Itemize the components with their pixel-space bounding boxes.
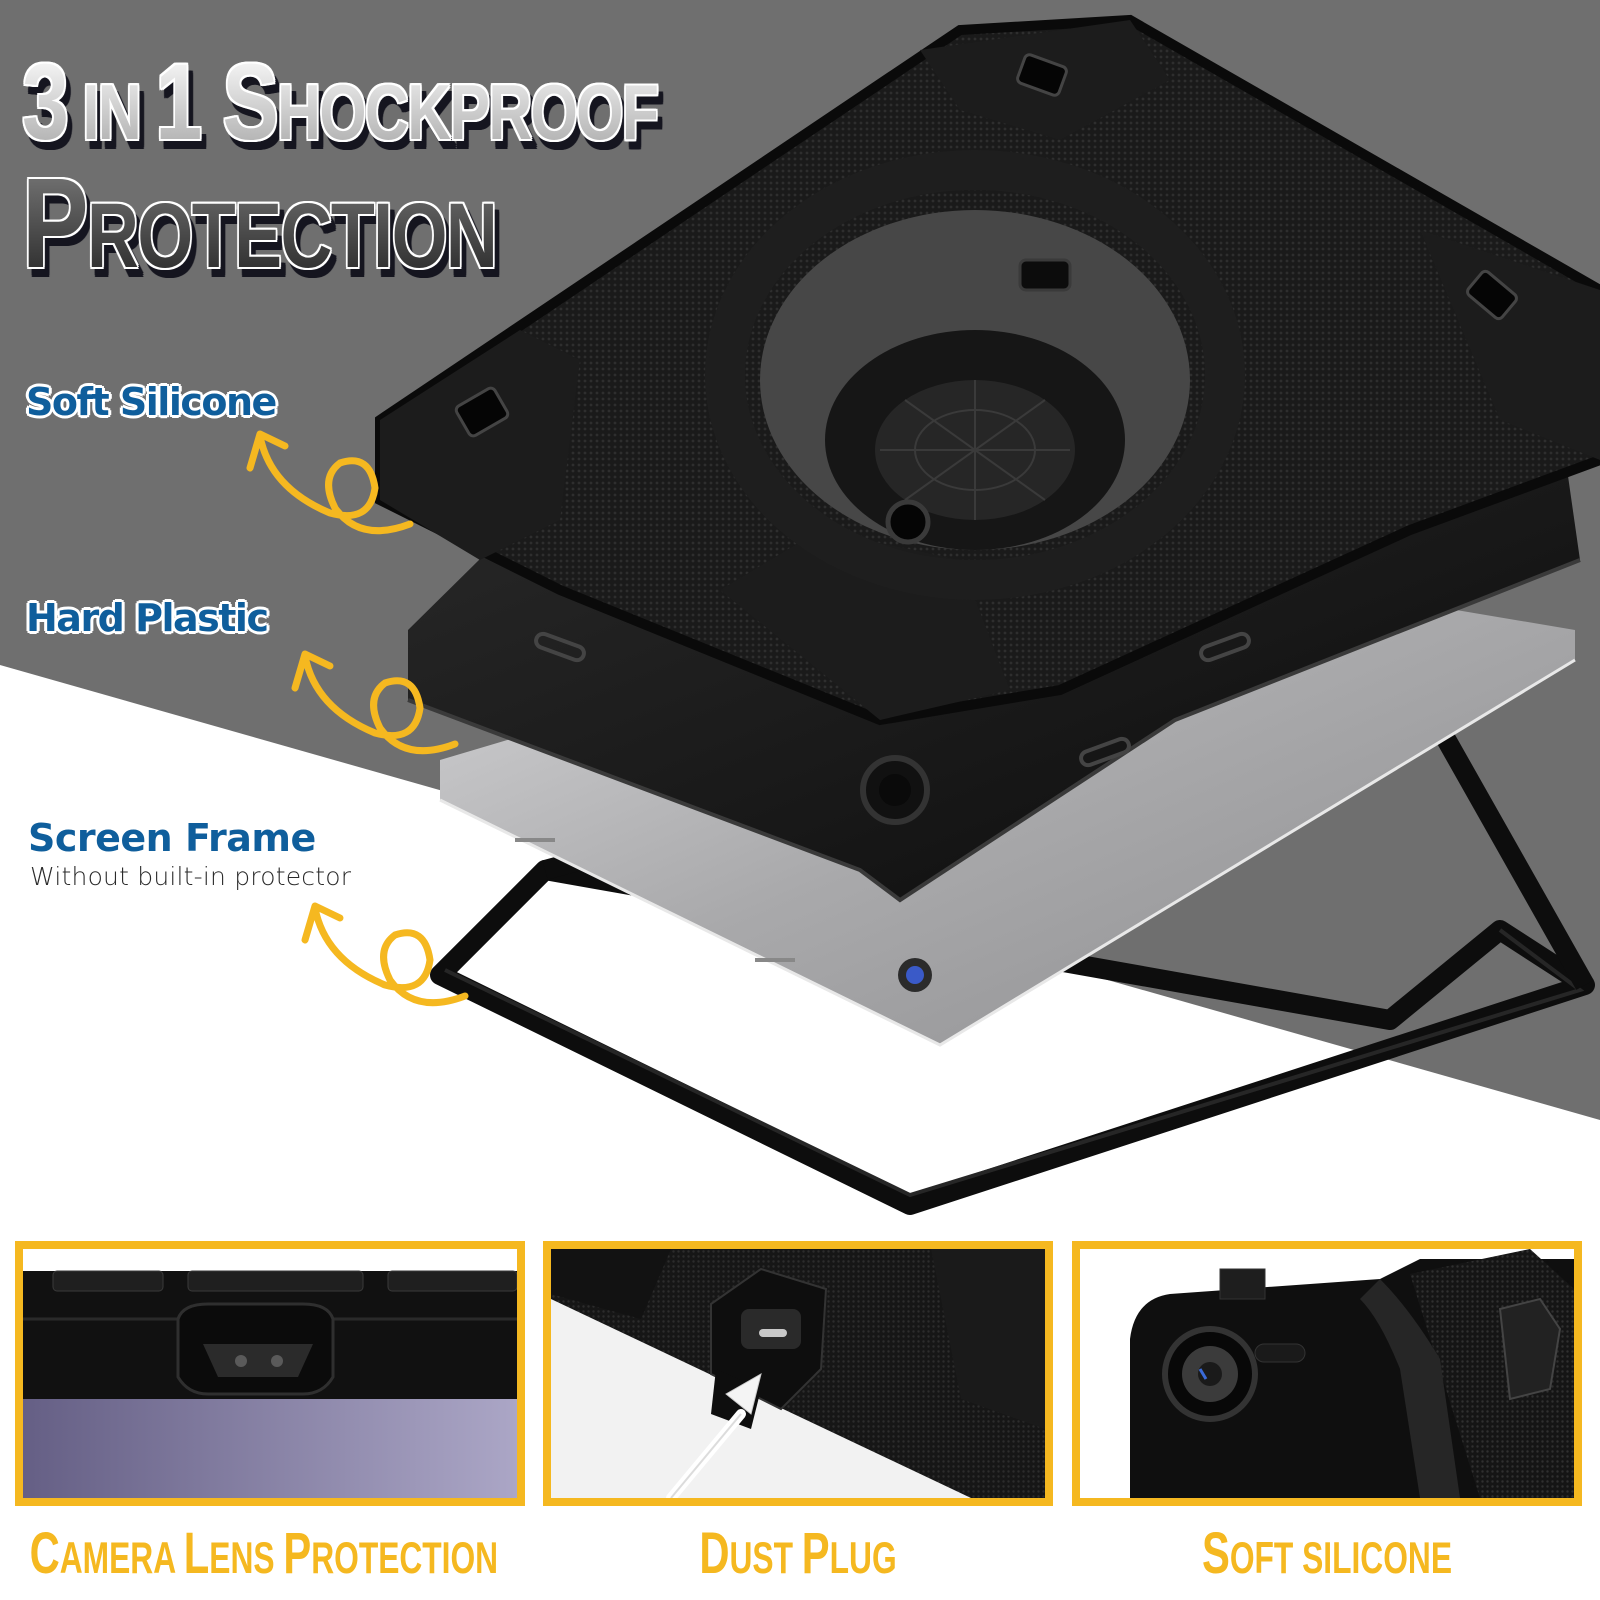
corner-bumper-image [1080,1249,1574,1498]
dust-plug-closeup-panel [543,1241,1053,1506]
screen-frame-label: Screen Frame [28,816,316,860]
dust-plug-caption: Dust Plug [699,1521,897,1586]
camera-lens-closeup-panel [15,1241,525,1506]
curly-arrow-icon [301,902,469,1007]
headline-line-1: 3 in 1 Shockproof [22,41,658,162]
soft-silicone-closeup-panel [1072,1241,1582,1506]
camera-cutout-image [23,1249,517,1498]
curly-arrow-icon [291,650,459,755]
soft-silicone-caption: Soft silicone [1201,1521,1453,1586]
curly-arrow-icon [246,430,414,535]
headline-line-2: Protection [22,160,657,288]
headline: 3 in 1 Shockproof Protection [22,48,837,288]
soft-silicone-label: Soft Silicone [26,380,277,424]
camera-lens-protection-caption: Camera Lens Protection [29,1521,499,1586]
hard-plastic-label: Hard Plastic [26,596,269,640]
usb-c-dust-plug-image [551,1249,1045,1498]
screen-frame-sublabel: Without built-in protector [30,862,352,891]
